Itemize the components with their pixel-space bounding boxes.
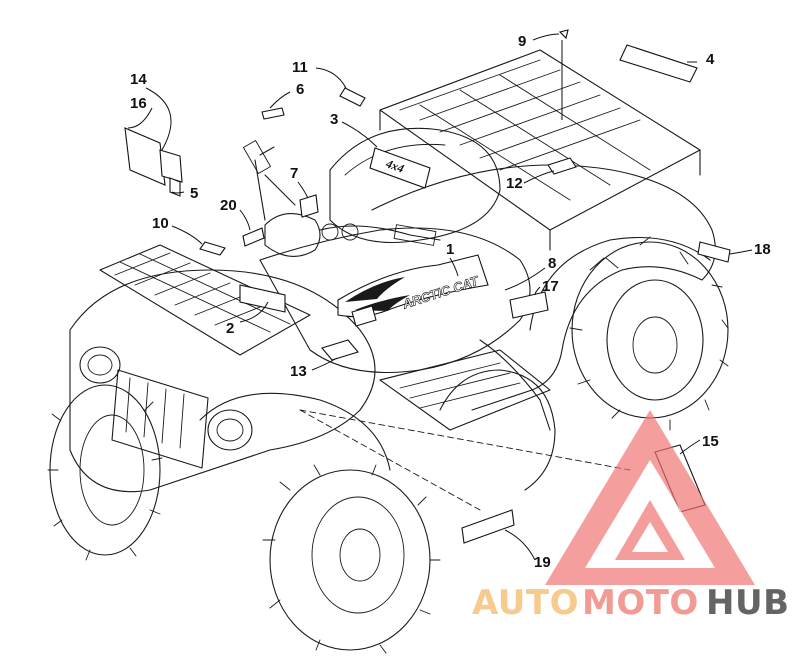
decal-20 [242, 227, 265, 247]
callout-4: 4 [706, 51, 715, 68]
decal-13 [321, 339, 359, 361]
callout-numbers: 1 2 3 4 5 6 7 8 9 10 11 12 13 14 15 16 1… [130, 33, 771, 571]
decal-11 [339, 87, 366, 107]
decal-18 [697, 241, 731, 263]
decal-10 [199, 241, 226, 256]
watermark-auto: AUTO [472, 583, 579, 623]
watermark-moto: MOTO [582, 583, 699, 623]
callout-18: 18 [754, 241, 771, 258]
callout-6: 6 [296, 81, 304, 98]
callout-7: 7 [290, 165, 298, 182]
callout-3: 3 [330, 111, 338, 128]
wheel-front-left [47, 384, 163, 561]
callout-12: 12 [506, 175, 523, 192]
wheel-rear-right [569, 236, 729, 431]
callout-14: 14 [130, 71, 147, 88]
fender-decal-text: 4x4 [383, 156, 406, 176]
decal-2 [239, 284, 286, 313]
decal-9 [558, 29, 569, 40]
callout-15: 15 [702, 433, 719, 450]
front-rack [99, 244, 311, 356]
wheel-rear-left [439, 369, 556, 491]
callout-2: 2 [226, 320, 234, 337]
callout-11: 11 [292, 59, 308, 76]
decal-17 [509, 291, 549, 319]
watermark-hub: HUB [706, 583, 789, 623]
leader-lines [127, 33, 753, 561]
callout-17: 17 [542, 278, 559, 295]
callout-13: 13 [290, 363, 307, 380]
decal-14 [159, 149, 183, 183]
decal-1-swoosh [345, 277, 405, 302]
rear-rack [379, 49, 701, 251]
watermark: AUTO MOTO HUB [472, 410, 789, 623]
decal-5 [169, 177, 181, 197]
decal-4 [619, 44, 698, 83]
decal-6 [261, 107, 285, 120]
callout-9: 9 [518, 33, 526, 50]
callout-19: 19 [534, 554, 551, 571]
callout-10: 10 [152, 215, 169, 232]
callout-5: 5 [190, 185, 198, 202]
callout-1: 1 [446, 241, 454, 258]
callout-8: 8 [548, 255, 556, 272]
wheel-front-right [262, 464, 441, 654]
decal-8 [351, 305, 377, 327]
callout-16: 16 [130, 95, 147, 112]
callout-20: 20 [220, 197, 237, 214]
decal-16 [124, 127, 166, 186]
decal-19 [461, 509, 515, 544]
decal-3 [369, 147, 431, 189]
decal-7 [299, 194, 319, 218]
